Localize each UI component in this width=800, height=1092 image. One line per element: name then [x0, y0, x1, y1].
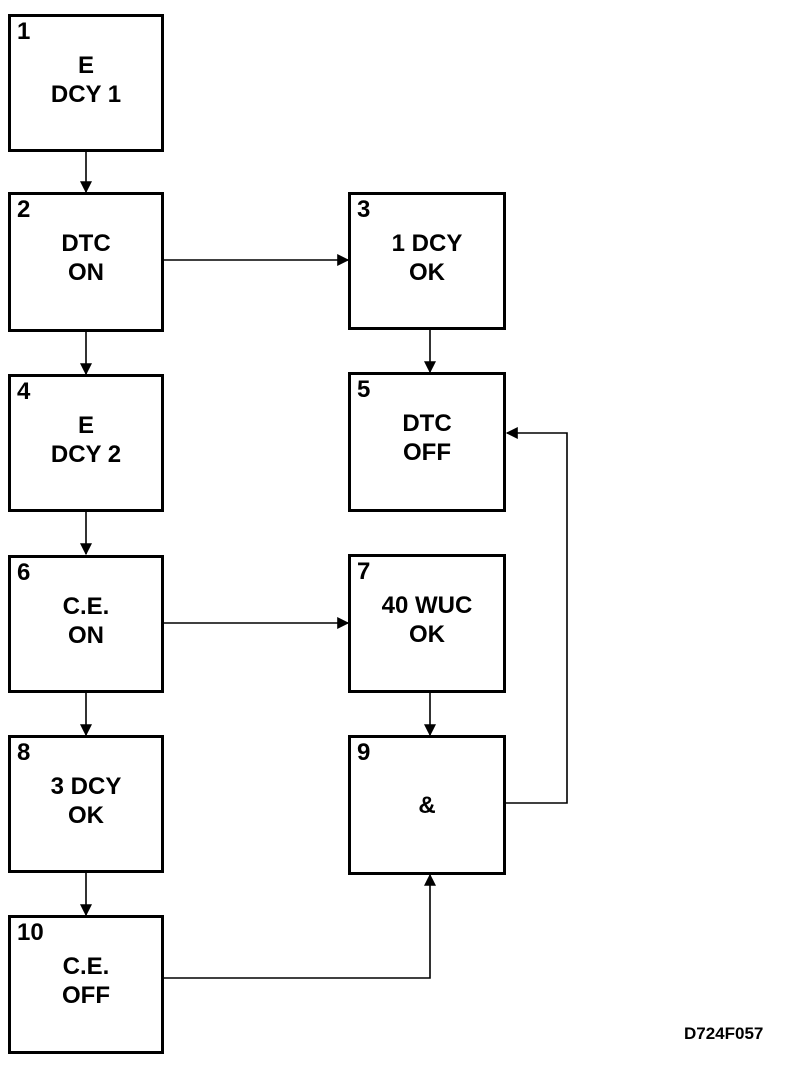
step-number: 3 [357, 196, 371, 223]
step-label-line: OFF [403, 439, 451, 466]
figure-code: D724F057 [684, 1024, 764, 1043]
step-number: 8 [17, 739, 31, 766]
step-label-line: DTC [402, 410, 452, 437]
step-label-line: & [418, 792, 436, 819]
step-number: 9 [357, 739, 371, 766]
step-label-line: C.E. [62, 953, 110, 980]
step-number: 6 [17, 559, 31, 586]
step-label-line: OFF [62, 982, 110, 1009]
step-label-line: DCY 1 [50, 81, 122, 108]
step-label-line: 3 DCY [50, 773, 122, 800]
step-box-9: 9& [348, 735, 506, 875]
step-number: 7 [357, 558, 371, 585]
step-label-line: E [77, 52, 94, 79]
arrow-9-to-5 [505, 427, 568, 804]
step-number: 5 [357, 376, 371, 403]
step-label-line: E [77, 412, 94, 439]
step-number: 4 [17, 378, 31, 405]
step-number: 2 [17, 196, 31, 223]
step-number: 1 [17, 18, 31, 45]
step-label-line: C.E. [62, 593, 110, 620]
step-label-line: ON [68, 622, 104, 649]
step-label-line: DTC [61, 230, 111, 257]
step-label-line: OK [68, 802, 104, 829]
step-label-line: ON [68, 259, 104, 286]
step-number: 10 [17, 919, 44, 946]
arrow-10-to-9 [164, 873, 436, 979]
step-label-line: OK [409, 259, 445, 286]
step-label-line: 40 WUC [381, 592, 473, 619]
step-label-line: OK [409, 621, 445, 648]
step-label-line: 1 DCY [391, 230, 463, 257]
step-label-line: DCY 2 [50, 441, 122, 468]
